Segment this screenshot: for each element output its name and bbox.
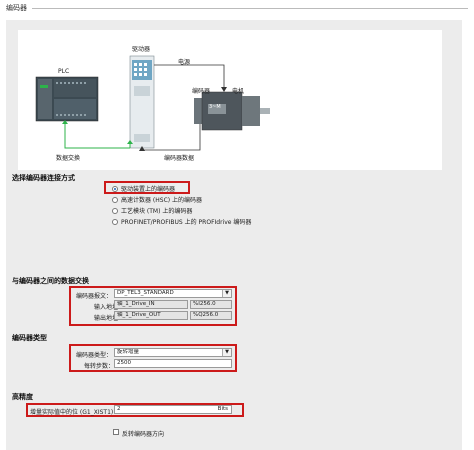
drive-label: 驱动器 [132,46,151,53]
invert-direction-label: 反转编码器方向 [122,431,165,438]
encoder-type-label: 编码器类型： [76,352,113,359]
highlight-precision [26,403,244,417]
steps-input[interactable]: 2500 [114,359,232,368]
chevron-down-icon[interactable]: ▼ [222,290,231,297]
steps-value: 2500 [117,360,131,366]
steps-label: 每转步数： [84,363,115,370]
radio-icon [112,218,118,225]
encoder-type-section-title: 编码器类型 [12,334,47,342]
radio-icon [112,185,118,192]
radio-hsc-encoder[interactable]: 高速计数器 (HSC) 上的编码器 [112,195,202,204]
bits-input[interactable]: 2 Bits [114,405,232,414]
telegram-select[interactable]: DP_TEL3_STANDARD ▼ [114,289,232,298]
encoder-type-value: 旋转增量 [117,349,140,355]
highlight-exchange [69,286,237,326]
motor-label: 电机 [232,88,245,95]
topology-diagram: PLC 驱动器 电源 编码器 电机 3~M 数据交换 编码器数据 [18,30,442,170]
data-exchange-line [64,121,130,149]
encoder-type-select[interactable]: 旋转增量 ▼ [114,348,232,357]
output-address-label: 输出地址： [94,315,125,322]
invert-direction-checkbox[interactable] [113,429,119,435]
output-address-code: %Q256.0 [190,311,232,320]
output-address-code-value: %Q256.0 [193,312,219,318]
precision-section-title: 高精度 [12,393,33,401]
input-address-field[interactable]: 轴_1_Drive_IN [114,300,188,309]
data-exchange-label: 数据交换 [56,155,81,162]
plc-device [35,76,99,122]
encoder-label: 编码器 [192,88,211,95]
radio-label: 高速计数器 (HSC) 上的编码器 [121,197,203,204]
telegram-value: DP_TEL3_STANDARD [117,290,174,296]
highlight-connection [104,181,190,194]
encoder-data-label: 编码器数据 [164,155,195,162]
title-divider [32,8,468,9]
input-address-value: 轴_1_Drive_IN [117,301,155,307]
connection-section-title: 选择编码器连接方式 [12,174,75,182]
radio-profidrive-encoder[interactable]: PROFINET/PROFIBUS 上的 PROFIdrive 编码器 [112,217,251,226]
motor-badge: 3~M [209,104,221,110]
radio-icon [112,196,118,203]
radio-icon [112,207,118,214]
radio-label: PROFINET/PROFIBUS 上的 PROFIdrive 编码器 [121,219,252,226]
highlight-encoder-type [69,344,237,372]
plc-label: PLC [58,68,70,75]
chevron-down-icon[interactable]: ▼ [222,349,231,356]
radio-label: 驱动装置上的编码器 [121,186,176,193]
topology-svg [35,55,270,151]
motor-device [194,91,270,131]
output-address-value: 轴_1_Drive_OUT [117,312,161,318]
exchange-section-title: 与编码器之间的数据交换 [12,277,89,285]
bits-label: 增量实际值中的位 (G1_XIST1)： [30,409,120,416]
radio-drive-encoder[interactable]: 驱动装置上的编码器 [112,184,175,193]
input-address-label: 输入地址： [94,304,125,311]
power-label: 电源 [178,59,191,66]
output-address-field[interactable]: 轴_1_Drive_OUT [114,311,188,320]
bits-value: 2 [117,406,121,412]
section-title: 编码器 [6,4,27,12]
input-address-code: %I256.0 [190,300,232,309]
radio-label: 工艺模块 (TM) 上的编码器 [121,208,193,215]
bits-unit: Bits [217,406,228,412]
power-line [154,64,225,90]
input-address-code-value: %I256.0 [193,301,216,307]
radio-tm-encoder[interactable]: 工艺模块 (TM) 上的编码器 [112,206,192,215]
drive-device [129,55,155,149]
telegram-label: 编码器报文： [76,293,113,300]
